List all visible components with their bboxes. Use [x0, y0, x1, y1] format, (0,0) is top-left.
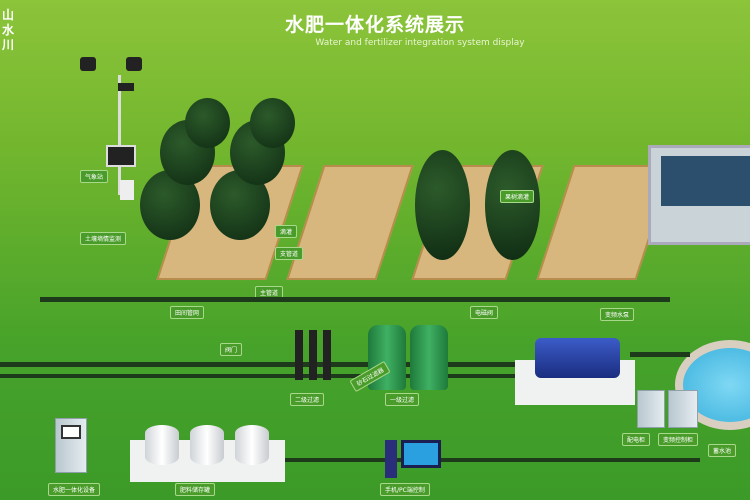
label-filter2: 二级过滤 — [290, 393, 325, 406]
fertilizer-tank — [190, 425, 224, 465]
return-pipe — [0, 374, 530, 378]
tree — [250, 98, 295, 148]
label-sensor: 土壤墒情监测 — [80, 232, 127, 245]
label-solenoid: 阀门 — [220, 343, 243, 356]
page-subtitle: Water and fertilizer integration system … — [315, 38, 525, 48]
water-tank — [648, 145, 750, 245]
label-field-network: 田间管网 — [170, 306, 205, 319]
page-title: 水肥一体化系统展示 — [284, 14, 465, 36]
label-branch-pipe: 支管道 — [275, 247, 304, 260]
label-field-valve: 电磁阀 — [470, 306, 499, 319]
weather-station — [78, 55, 148, 205]
power-cabinet — [637, 390, 665, 428]
intake-pipe — [630, 352, 690, 357]
brand-logo: 山 水 川 — [2, 8, 15, 52]
label-vfd-cabinet: 变频控制柜 — [658, 433, 699, 446]
control-line — [280, 458, 700, 462]
label-power-cabinet: 配电柜 — [622, 433, 651, 446]
water-pump — [535, 338, 620, 378]
fertilizer-tank — [145, 425, 179, 465]
label-fertigation-machine: 水肥一体化设备 — [48, 483, 101, 496]
fertigation-machine — [55, 418, 87, 473]
tree — [485, 150, 540, 260]
tree — [415, 150, 470, 260]
label-drip: 滴灌 — [275, 225, 298, 238]
fertilizer-tank — [235, 425, 269, 465]
label-control-pc: 手机/PC端控制 — [380, 483, 430, 496]
label-fertilizer-tanks: 肥料储存罐 — [175, 483, 216, 496]
tree — [185, 98, 230, 148]
field-2 — [286, 165, 414, 280]
label-weather-station: 气象站 — [80, 170, 109, 183]
sand-filter-tank — [410, 325, 448, 390]
reservoir-pool — [675, 340, 750, 430]
supply-pipe — [0, 362, 530, 367]
label-filter1: 一级过滤 — [385, 393, 420, 406]
label-pump: 变频水泵 — [600, 308, 635, 321]
main-pipe — [40, 297, 670, 302]
disc-filter — [295, 330, 335, 385]
control-pc — [385, 440, 445, 480]
vfd-cabinet — [668, 390, 698, 428]
label-reservoir: 蓄水池 — [708, 444, 737, 457]
label-tree-drip: 果树滴灌 — [500, 190, 535, 203]
